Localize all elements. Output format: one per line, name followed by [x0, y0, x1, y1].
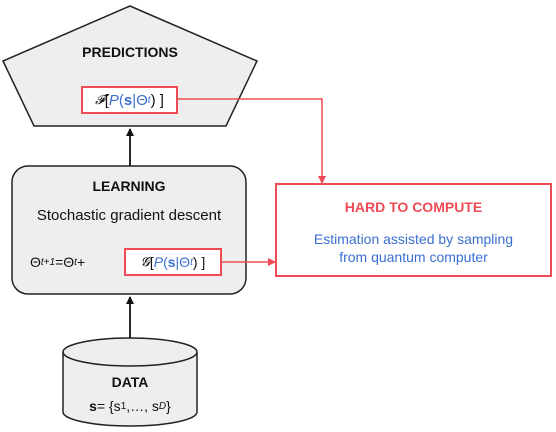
hard-line1: Estimation assisted by sampling: [313, 231, 514, 247]
bar: |: [175, 254, 180, 270]
theta: Θ: [136, 91, 148, 109]
data-end: }: [166, 398, 171, 414]
predictions-formula-box: 𝓕 [ P ( s | Θ t ) ]: [81, 86, 178, 114]
hard-to-compute-box: [275, 183, 552, 277]
theta-superscript: t: [190, 256, 193, 268]
prob-p: P: [153, 254, 164, 270]
plus: +: [76, 254, 86, 270]
data-cylinder: [62, 337, 198, 427]
hard-line2: from quantum computer: [339, 249, 488, 265]
bracket-open: [: [104, 91, 109, 109]
bar: |: [132, 91, 137, 109]
paren-open: (: [163, 254, 168, 270]
theta-next-superscript: t+1: [40, 256, 56, 268]
predictions-title: PREDICTIONS: [82, 44, 178, 60]
data-title: DATA: [111, 374, 149, 390]
sup-1: 1: [120, 400, 127, 412]
learning-subtitle: Stochastic gradient descent: [36, 207, 222, 224]
prob-p: P: [108, 91, 119, 109]
theta: Θ: [63, 254, 75, 270]
data-s: s: [89, 398, 97, 414]
data-set: s = {s 1 ,…, s D }: [63, 398, 197, 414]
theta-superscript: t: [74, 256, 77, 268]
data-mid: ,…, s: [126, 398, 159, 414]
learning-gradient-box: 𝓖 [ P ( s | Θ t ) ]: [124, 248, 222, 276]
state-s: s: [123, 91, 133, 109]
functional-g-symbol: 𝓖: [140, 254, 150, 270]
theta-superscript: t: [147, 94, 151, 106]
theta: Θ: [179, 254, 191, 270]
state-s: s: [167, 254, 176, 270]
paren-open: (: [118, 91, 124, 109]
hard-title: HARD TO COMPUTE: [344, 199, 483, 215]
equals: =: [55, 254, 64, 270]
functional-f-symbol: 𝓕: [95, 92, 105, 108]
sup-d: D: [158, 400, 167, 412]
data-eq: = {s: [96, 398, 121, 414]
bracket-close: ) ]: [150, 91, 164, 109]
predictions-pentagon: [1, 5, 259, 127]
learning-update-rule: Θ t+1 = Θ t +: [30, 248, 85, 276]
bracket-close: ) ]: [192, 254, 206, 270]
theta: Θ: [30, 254, 41, 270]
bracket-open: [: [149, 254, 154, 270]
arrow-predictions-to-hard: [178, 98, 326, 184]
learning-title: LEARNING: [92, 178, 166, 194]
